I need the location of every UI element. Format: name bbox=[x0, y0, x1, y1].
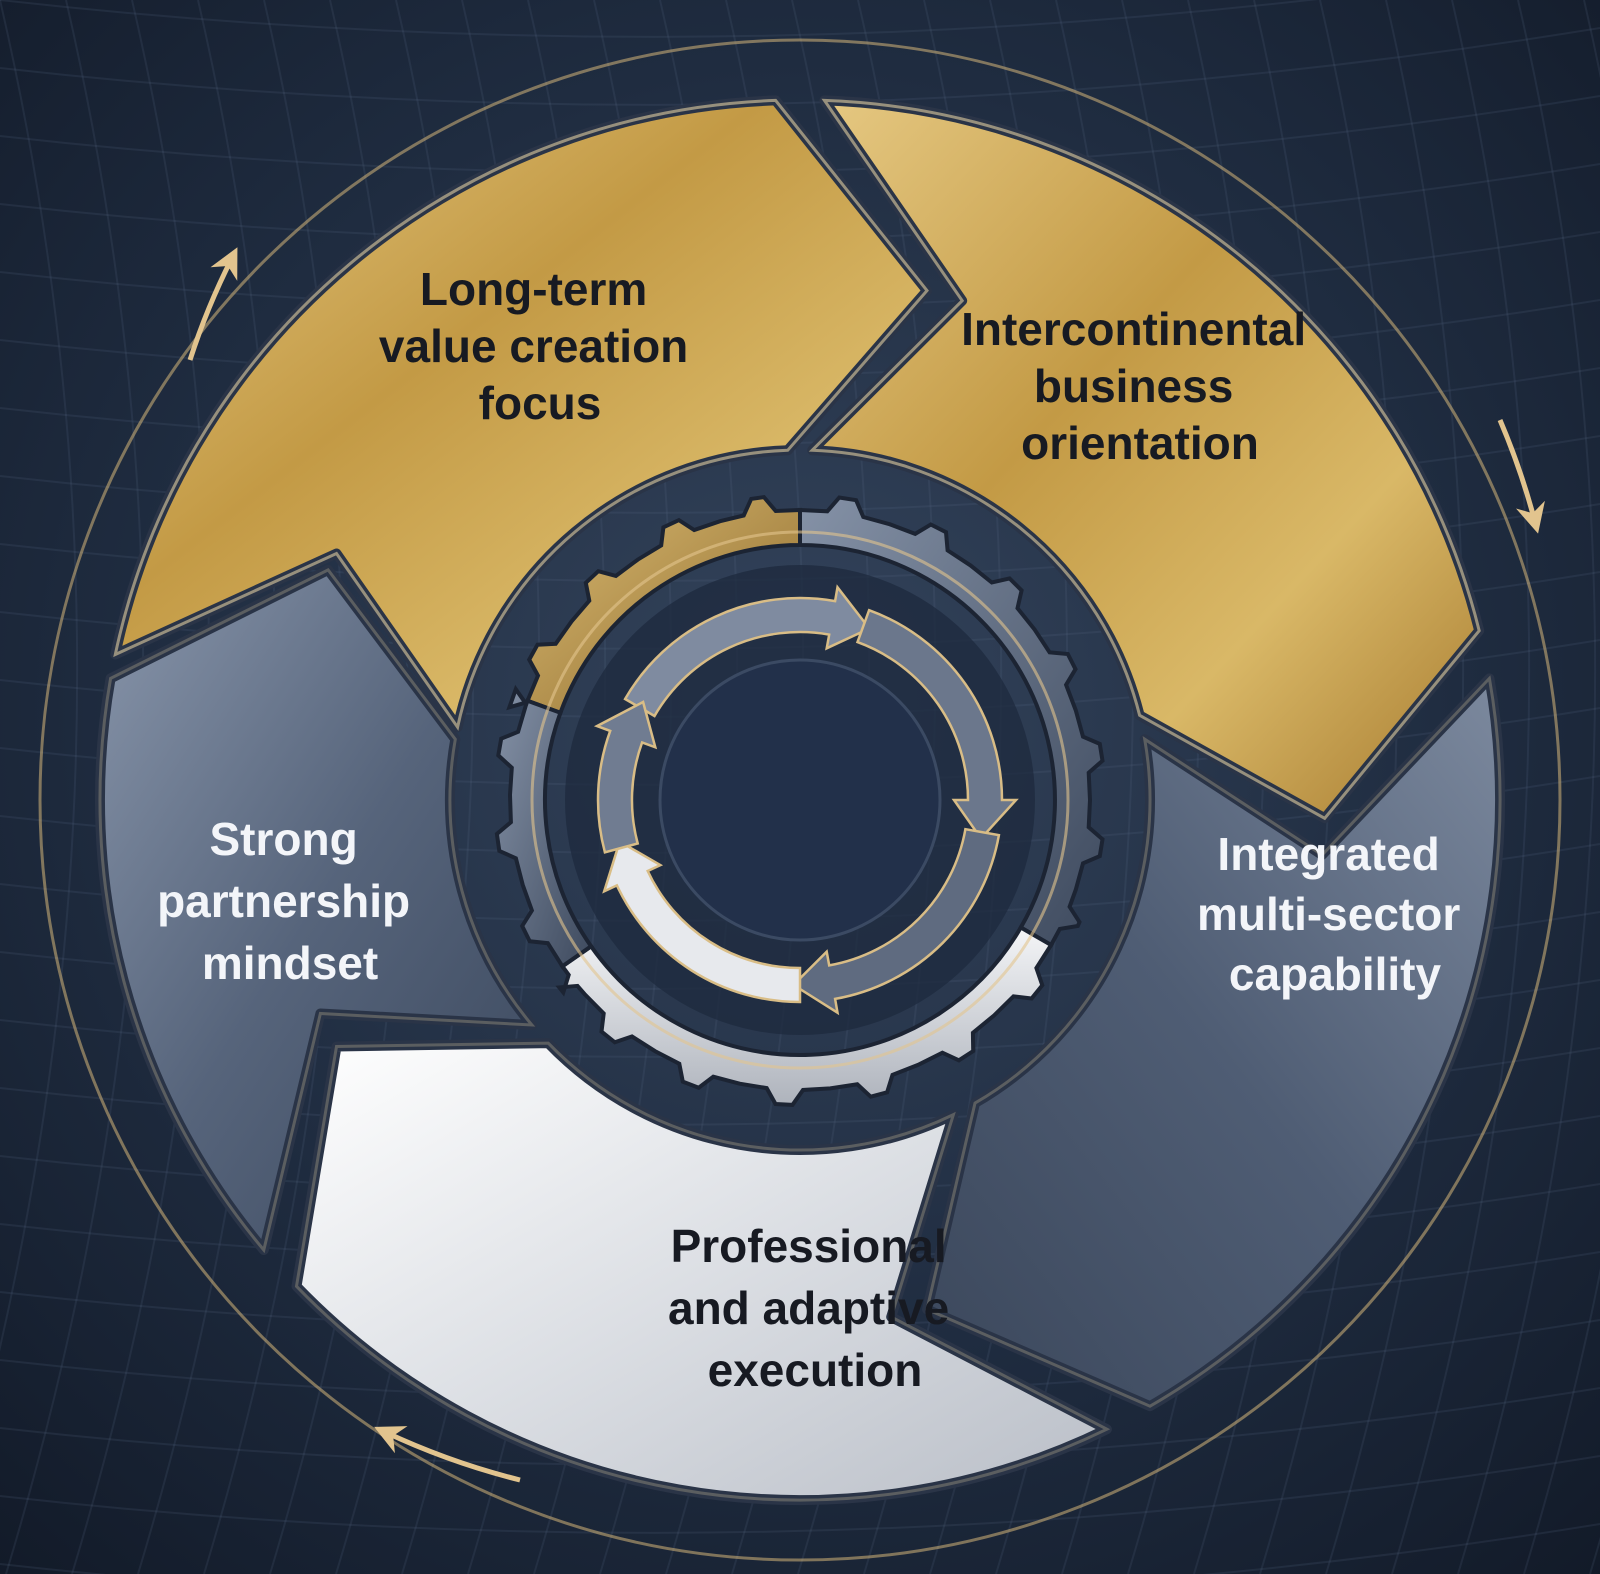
cycle-arrow-icon bbox=[593, 700, 658, 854]
grid-line bbox=[1523, 0, 1600, 1574]
grid-line bbox=[0, 27, 1600, 106]
segment-professional bbox=[291, 1038, 1112, 1505]
cycle-arrow-icon bbox=[602, 839, 802, 1004]
segment-long-term-label: Long-term value creation focus bbox=[379, 263, 701, 429]
grid-line bbox=[0, 0, 79, 1352]
gear-icon bbox=[494, 684, 594, 970]
cycle-arrow-icon bbox=[791, 827, 1001, 1016]
segment-intercontinental-label: Intercontinental business orientation bbox=[961, 303, 1319, 469]
cycle-arrows-icon bbox=[565, 565, 1035, 1035]
grid-line bbox=[0, 1455, 1600, 1534]
segment-professional-outline bbox=[294, 1041, 1111, 1502]
cycle-center bbox=[658, 658, 942, 942]
grid-line bbox=[0, 1523, 1600, 1574]
gear-cluster bbox=[494, 494, 1105, 1107]
segment-integrated bbox=[922, 673, 1505, 1412]
grid-line bbox=[0, 0, 1318, 38]
segment-professional-label: Professional and adaptive execution bbox=[668, 1220, 962, 1396]
segment-ring bbox=[95, 95, 1505, 1505]
gear-icon bbox=[798, 495, 1105, 948]
segment-partnership bbox=[95, 564, 537, 1255]
grid-line bbox=[1457, 0, 1597, 1574]
segment-partnership-label: Strong partnership mindset bbox=[157, 813, 423, 989]
orbit-arrow-icon bbox=[1497, 419, 1545, 534]
segment-intercontinental-outline bbox=[808, 98, 1481, 821]
segment-partnership-outline bbox=[98, 567, 536, 1254]
orbit-ring bbox=[38, 38, 1562, 1562]
segment-integrated-outline bbox=[925, 675, 1502, 1408]
grid-line bbox=[1391, 0, 1531, 1574]
gear-accent-ring bbox=[530, 530, 1070, 1070]
segment-integrated-label: Integrated multi-sector capability bbox=[1197, 828, 1473, 1000]
gear-icon bbox=[524, 494, 802, 716]
orbit-arrow-icon bbox=[374, 1426, 521, 1483]
segment-long-term-outline bbox=[113, 98, 929, 731]
orbit-arrow-icon bbox=[187, 247, 238, 361]
gear-icon bbox=[555, 924, 1054, 1107]
